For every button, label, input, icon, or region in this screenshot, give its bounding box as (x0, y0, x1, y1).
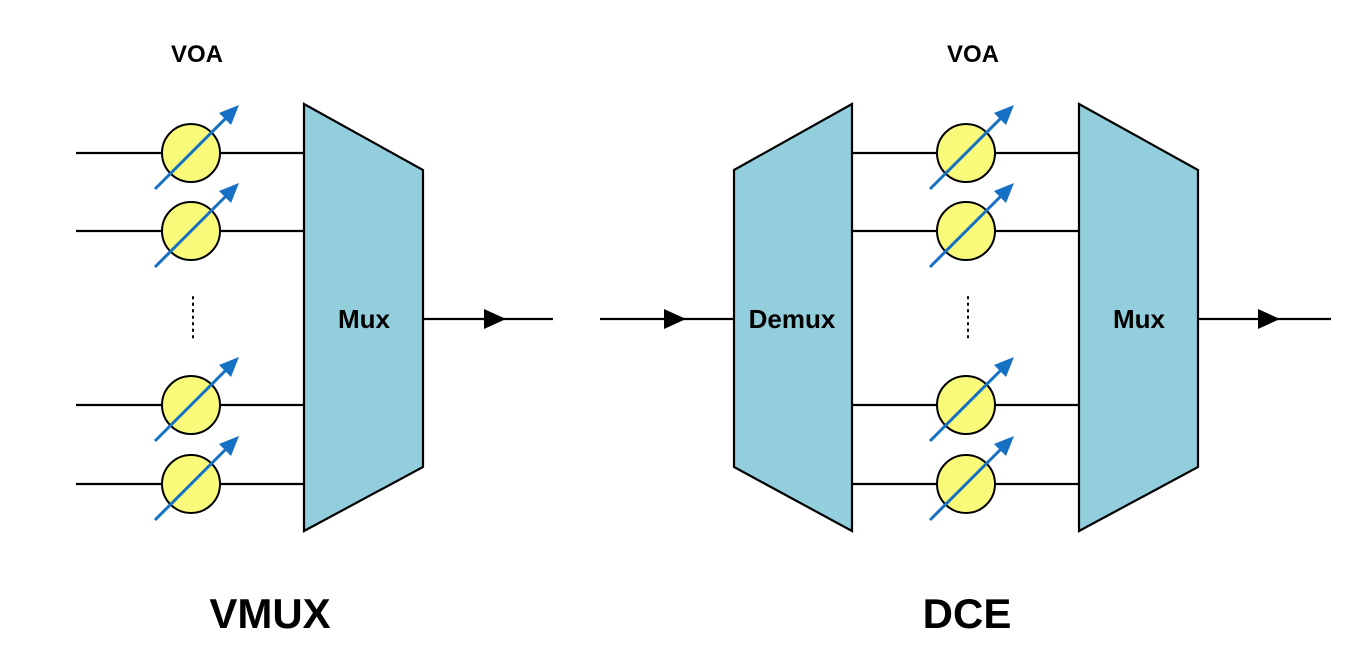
dce-output-arrowhead (1258, 309, 1280, 329)
vmux-voa-label: VOA (171, 41, 223, 68)
dce-title: DCE (923, 590, 1012, 637)
vmux-title: VMUX (209, 590, 330, 637)
dce-voa-1 (928, 105, 1014, 191)
vmux-section: VOA Mux (76, 41, 553, 637)
dce-voa-2 (928, 183, 1014, 269)
vmux-output-arrowhead (484, 309, 506, 329)
dce-section: VOA Demux (600, 41, 1331, 637)
vmux-mux-label: Mux (338, 304, 391, 334)
vmux-mux-block (302, 102, 425, 533)
dce-input-arrowhead (664, 309, 686, 329)
vmux-voa-2 (153, 183, 239, 269)
vmux-voa-1 (153, 105, 239, 191)
dce-voa-label: VOA (947, 41, 999, 68)
vmux-voa-3 (153, 357, 239, 443)
dce-demux-block (732, 102, 854, 533)
dce-mux-label: Mux (1113, 304, 1166, 334)
dce-voa-3 (928, 357, 1014, 443)
dce-demux-label: Demux (749, 304, 836, 334)
dce-voa-4 (928, 436, 1014, 522)
vmux-voa-4 (153, 436, 239, 522)
dce-mux-block (1077, 102, 1200, 533)
